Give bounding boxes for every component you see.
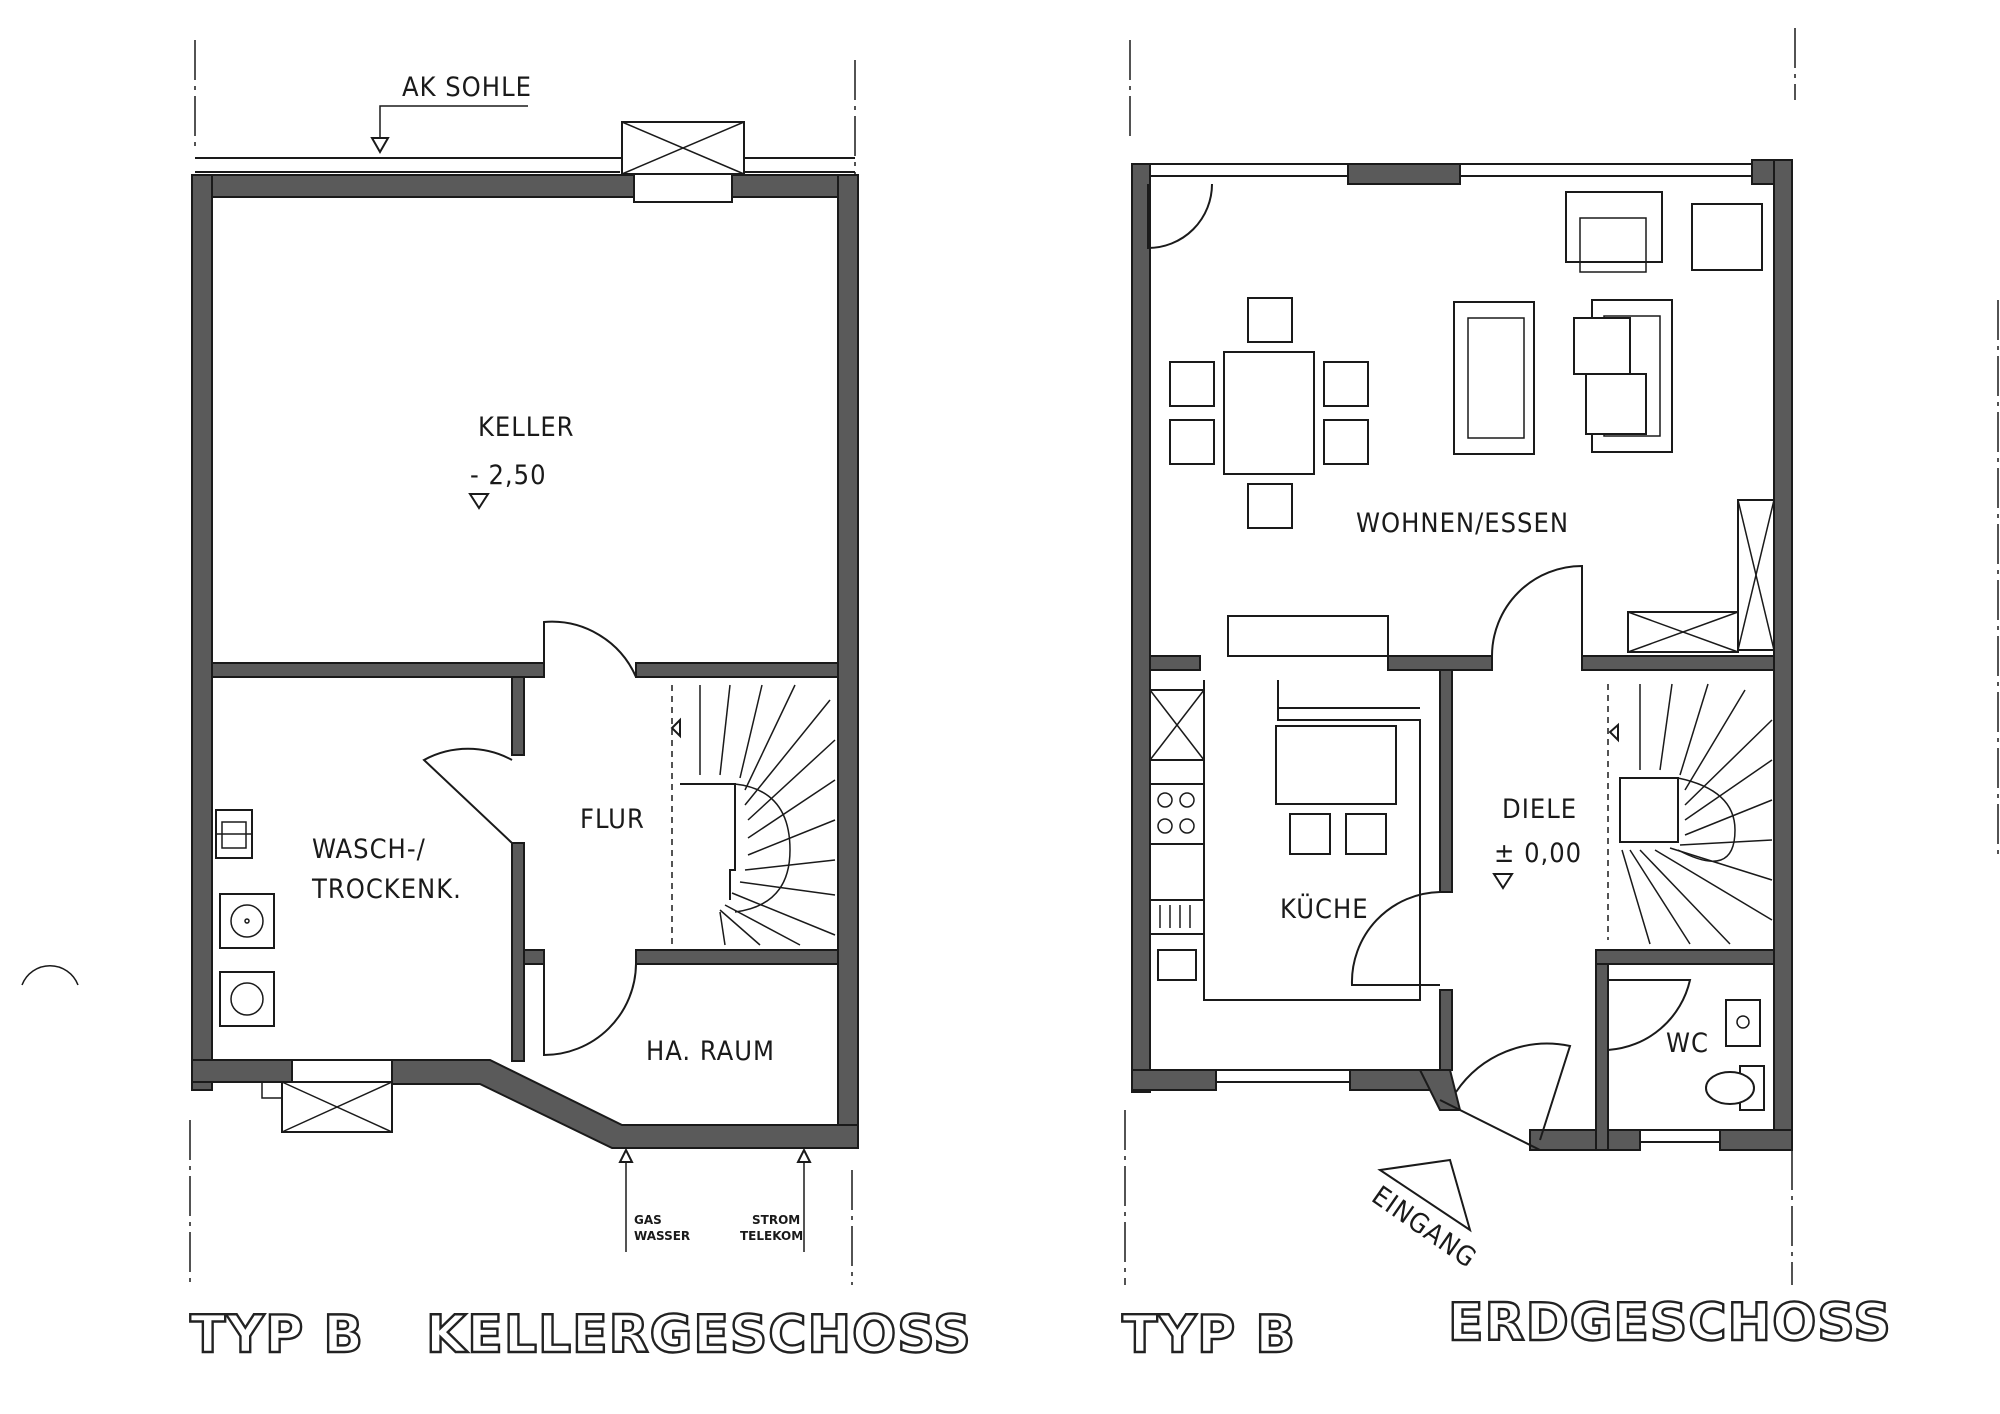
side-table: [1573, 317, 1631, 375]
chair-left-1: [1169, 361, 1215, 407]
washing-machine: [219, 893, 275, 949]
toilet-bowl: [1705, 1071, 1755, 1105]
wall-top-left: [191, 174, 635, 198]
stool-2: [1345, 813, 1387, 855]
door-wasch: [422, 747, 513, 844]
room-label-kueche: KÜCHE: [1280, 893, 1369, 925]
chair-top: [1247, 297, 1293, 343]
level-label-diele: ± 0,00: [1494, 838, 1582, 869]
ak-sohle-arrow: [370, 137, 390, 155]
sofa-left: [1453, 301, 1535, 455]
ground-title-floor: ERDGESCHOSS: [1448, 1293, 1892, 1353]
chair-left-2: [1169, 419, 1215, 465]
armchair-right: [1691, 203, 1763, 271]
wall-flur-stub: [523, 949, 545, 965]
wall-keller-south-right: [635, 662, 839, 678]
chair-right-2: [1323, 419, 1369, 465]
room-label-ha-raum: HA. RAUM: [646, 1036, 775, 1067]
door-keller: [543, 620, 637, 678]
wall-bottom-bay: [391, 1059, 859, 1149]
basement-plan: AK SOHLE: [189, 40, 972, 1366]
coffee-table: [1585, 373, 1647, 435]
room-label-wasch-2: TROCKENK.: [311, 874, 462, 905]
entrance-door: [1455, 1042, 1572, 1141]
wall-ground-top-mid: [1347, 163, 1461, 185]
kitchen-furniture: [1149, 680, 1421, 1001]
wall-ha-north: [635, 949, 839, 965]
scan-mark: [21, 965, 79, 986]
utility-wasser: WASSER: [634, 1229, 690, 1243]
window-ground-top-left: [1147, 163, 1349, 177]
wall-wc-north: [1595, 949, 1775, 965]
wall-left: [191, 174, 213, 1091]
window-ground-top-right: [1459, 163, 1753, 177]
door-wc: [1607, 979, 1692, 1051]
room-label-wc: WC: [1666, 1028, 1709, 1059]
stair-core: [1619, 777, 1679, 843]
entrance-triangle: [1377, 1158, 1472, 1233]
kitchen-island: [1275, 725, 1397, 805]
wall-flur-west-top: [511, 676, 525, 756]
wall-flur-west-bottom: [511, 842, 525, 1062]
sink-kitchen: [1157, 949, 1197, 981]
sideboard: [1227, 615, 1389, 657]
ak-sohle-label: AK SOHLE: [402, 72, 532, 103]
chair-right-1: [1323, 361, 1369, 407]
window-wc: [1639, 1129, 1721, 1143]
window-top: [633, 173, 733, 203]
ak-sohle-leader: [379, 105, 528, 140]
dining-table: [1223, 351, 1315, 475]
door-wohnen: [1491, 564, 1583, 657]
wall-bottom-left: [191, 1059, 293, 1083]
door-terrace: [1147, 183, 1213, 250]
utility-strom: STROM: [752, 1213, 800, 1227]
ground-title-type: TYP B: [1122, 1305, 1296, 1365]
stool-1: [1289, 813, 1331, 855]
utility-gas: GAS: [634, 1213, 662, 1227]
wall-keller-south-left: [211, 662, 545, 678]
room-label-wasch-1: WASCH-/: [312, 834, 426, 865]
living-furniture: [1169, 191, 1775, 657]
level-marker-diele: [1492, 873, 1514, 890]
window-bottom: [291, 1059, 393, 1083]
laundry-appliances: [215, 809, 275, 1027]
ground-stairs: [1607, 683, 1773, 945]
basement-title-type: TYP B: [190, 1305, 364, 1365]
window-kueche: [1215, 1069, 1351, 1083]
room-label-keller: KELLER: [478, 412, 575, 443]
level-label-keller: - 2,50: [470, 460, 547, 491]
dishwasher: [1149, 899, 1205, 935]
dryer: [219, 971, 275, 1027]
utility-telekom: TELEKOM: [740, 1229, 803, 1243]
wall-wc-west: [1595, 963, 1609, 1151]
room-label-flur: FLUR: [580, 804, 645, 835]
wall-ground-left: [1131, 163, 1151, 1093]
wall-wohnen-south: [1387, 655, 1493, 671]
chair-bottom: [1247, 483, 1293, 529]
basement-title-floor: KELLERGESCHOSS: [426, 1305, 972, 1365]
wc-basin: [1725, 999, 1761, 1047]
wall-ground-right: [1773, 159, 1793, 1151]
room-label-diele: DIELE: [1502, 794, 1577, 825]
wall-right: [837, 174, 859, 1141]
ground-floor-plan: EINGANG WOHNEN/ESSEN KÜCHE DIELE ± 0,00 …: [1121, 28, 1999, 1366]
level-marker-keller: [468, 493, 490, 510]
wall-kueche-east: [1439, 669, 1453, 893]
room-label-wohnen: WOHNEN/ESSEN: [1356, 508, 1569, 539]
stove: [1149, 783, 1205, 845]
entrance-threshold: [1439, 1099, 1541, 1151]
basement-stairs: [670, 684, 836, 946]
door-ha-raum: [543, 963, 637, 1057]
